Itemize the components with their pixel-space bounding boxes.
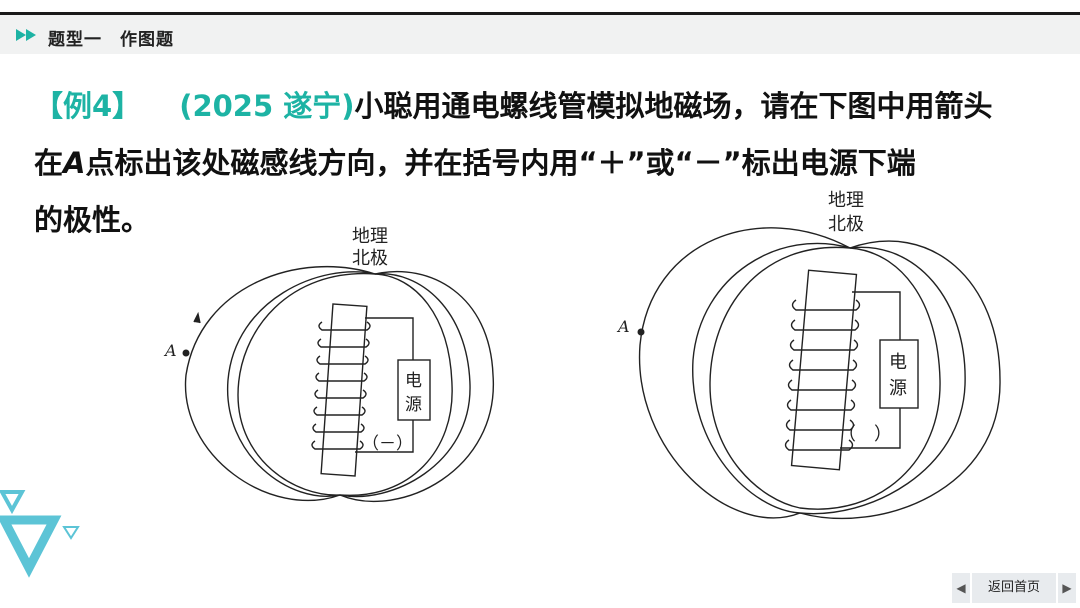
r-field-line-outer-right bbox=[799, 240, 1001, 520]
question-text-3: 的极性。 bbox=[34, 203, 151, 237]
earth-circle bbox=[237, 272, 453, 496]
next-page-button[interactable]: ▶ bbox=[1058, 573, 1076, 603]
right-power-label-1: 电 bbox=[889, 352, 907, 373]
right-north-label-1: 地理 bbox=[828, 190, 864, 211]
wire-top bbox=[365, 317, 414, 360]
field-line-outer-left bbox=[184, 266, 376, 501]
power-supply-box bbox=[397, 359, 431, 421]
field-line-outer-right bbox=[339, 270, 494, 503]
question-text-2a: 在 bbox=[34, 146, 64, 180]
prev-page-button[interactable]: ◀ bbox=[952, 573, 970, 603]
r-solenoid-core bbox=[790, 269, 858, 471]
left-power-label-2: 源 bbox=[405, 395, 422, 415]
r-field-line-mid-left bbox=[692, 242, 851, 514]
question-line-1: 【例4】 (2025 遂宁)小聪用通电螺线管模拟地磁场，请在下图中用箭头 bbox=[34, 78, 1044, 135]
header-bar: 题型一 作图题 bbox=[0, 12, 1080, 54]
r-point-a-dot bbox=[637, 328, 645, 336]
r-wire-top bbox=[852, 291, 901, 340]
question-text-1: 小聪用通电螺线管模拟地磁场，请在下图中用箭头 bbox=[354, 89, 993, 123]
figure-right bbox=[637, 227, 1001, 520]
left-north-label-2: 北极 bbox=[352, 248, 388, 269]
r-earth-circle bbox=[709, 246, 941, 510]
figure-left bbox=[182, 266, 494, 503]
right-north-label-2: 北极 bbox=[828, 214, 864, 235]
decor-triangles bbox=[0, 490, 80, 578]
question-tag: 【例4】 bbox=[34, 89, 142, 123]
question-text-2b: 点标出该处磁感线方向，并在括号内用“＋”或“－”标出电源下端 bbox=[85, 146, 916, 180]
question-source: (2025 遂宁) bbox=[179, 89, 355, 123]
r-field-line-mid-right bbox=[799, 246, 966, 515]
left-north-label-1: 地理 bbox=[352, 226, 388, 247]
next-arrow-icon: ▶ bbox=[1062, 581, 1072, 595]
r-wire-bottom bbox=[840, 408, 901, 449]
question-text: 【例4】 (2025 遂宁)小聪用通电螺线管模拟地磁场，请在下图中用箭头 在A点标… bbox=[34, 78, 1044, 249]
wire-bottom bbox=[355, 420, 414, 453]
home-button[interactable]: 返回首页 bbox=[972, 573, 1056, 603]
nav-bar: ◀ 返回首页 ▶ bbox=[952, 573, 1076, 603]
point-a-dot bbox=[182, 349, 190, 357]
field-line-mid-right bbox=[339, 273, 471, 498]
left-polarity-answer: （－） bbox=[362, 434, 413, 454]
right-power-label-2: 源 bbox=[889, 378, 907, 399]
section-title: 题型一 作图题 bbox=[48, 30, 174, 50]
right-point-label: A bbox=[616, 317, 630, 336]
double-arrow-icon bbox=[16, 29, 36, 41]
right-polarity-blank: （ ） bbox=[838, 424, 892, 445]
arrow-at-a-icon bbox=[193, 311, 201, 324]
prev-arrow-icon: ◀ bbox=[956, 581, 966, 595]
question-point-a: A bbox=[63, 146, 86, 180]
r-field-line-outer-left bbox=[638, 227, 851, 519]
solenoid-coils bbox=[311, 321, 371, 450]
solenoid-core bbox=[320, 303, 368, 477]
question-line-2: 在A点标出该处磁感线方向，并在括号内用“＋”或“－”标出电源下端 bbox=[34, 135, 1044, 192]
r-solenoid-coils bbox=[784, 299, 861, 451]
left-point-label: A bbox=[163, 341, 177, 360]
question-line-3: 的极性。 bbox=[34, 192, 1044, 249]
field-line-mid-left bbox=[227, 271, 376, 497]
r-power-supply-box bbox=[879, 339, 919, 409]
left-power-label-1: 电 bbox=[405, 371, 422, 391]
